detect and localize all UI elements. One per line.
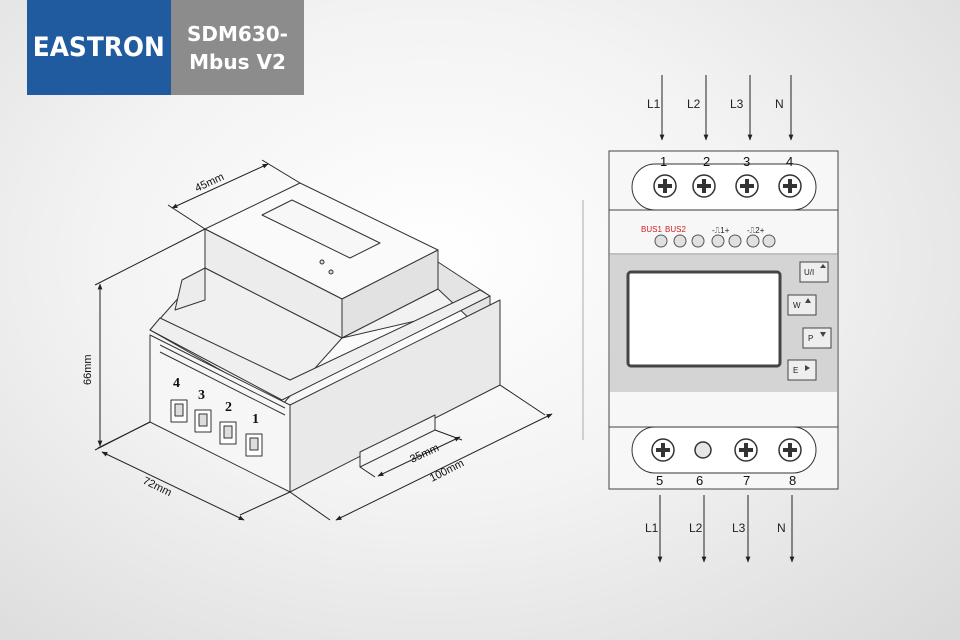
lcd-screen <box>626 270 782 368</box>
bus2-label: BUS2 <box>665 225 686 234</box>
isometric-meter <box>149 182 501 493</box>
input-label-l3: L3 <box>730 97 744 111</box>
ui-button[interactable]: U/I <box>799 261 829 283</box>
screw-icon <box>651 438 675 462</box>
bottom-terminal-block <box>631 426 817 474</box>
terminal-number-8: 8 <box>789 473 796 488</box>
w-button[interactable]: W <box>787 294 817 316</box>
bottom-screws <box>651 438 802 462</box>
comm-terminals: BUS1 BUS2 -⎍1+ -⎍2+ <box>641 225 776 248</box>
model-line-2: Mbus V2 <box>189 49 286 74</box>
screw-icon <box>778 174 802 198</box>
terminal-number-5: 5 <box>656 473 663 488</box>
iso-terminal-1: 1 <box>252 412 259 427</box>
output-label-n: N <box>777 521 786 535</box>
pulse2-label: -⎍2+ <box>747 226 765 235</box>
top-screws <box>653 174 802 198</box>
p-button[interactable]: P <box>802 327 832 349</box>
screw-icon <box>692 174 716 198</box>
e-button[interactable]: E <box>787 359 817 381</box>
top-terminal-block <box>631 163 817 211</box>
screw-icon <box>653 174 677 198</box>
brand-logo: EASTRON <box>27 0 171 95</box>
top-terminal-numbers: 1 2 3 4 <box>660 154 793 169</box>
iso-terminal-3: 3 <box>198 388 205 403</box>
bus2-port <box>673 234 687 248</box>
pulse2-plus-port <box>762 234 776 248</box>
iso-terminal-numbers: 4 3 2 1 <box>173 376 259 427</box>
screw-icon <box>778 438 802 462</box>
dim-rail-label: 35mm <box>408 442 441 466</box>
ui-button-label: U/I <box>804 268 814 277</box>
bus1-label: BUS1 <box>641 225 662 234</box>
w-button-label: W <box>793 301 801 310</box>
terminal-number-7: 7 <box>743 473 750 488</box>
input-wiring: L1 L2 L3 N <box>647 75 794 141</box>
input-label-n: N <box>775 97 784 111</box>
p-button-label: P <box>808 334 813 343</box>
output-wiring: L1 L2 L3 N <box>645 495 795 563</box>
screw-icon <box>734 438 758 462</box>
e-button-label: E <box>793 366 798 375</box>
dim-height-label: 66mm <box>82 354 94 385</box>
input-label-l2: L2 <box>687 97 701 111</box>
pulse2-minus-port <box>746 234 760 248</box>
pulse1-minus-port <box>711 234 725 248</box>
up-arrow-icon <box>805 298 811 303</box>
terminal-number-4: 4 <box>786 154 793 169</box>
dim-length-label: 100mm <box>428 457 466 484</box>
output-label-l2: L2 <box>689 521 703 535</box>
pulse1-plus-port <box>728 234 742 248</box>
dimension-lines <box>94 159 553 521</box>
bottom-terminal-numbers: 5 6 7 8 <box>656 473 796 488</box>
terminal-number-2: 2 <box>703 154 710 169</box>
down-arrow-icon <box>820 332 826 337</box>
input-label-l1: L1 <box>647 97 661 111</box>
pulse1-label: -⎍1+ <box>712 226 730 235</box>
up-arrow-icon <box>820 264 826 268</box>
brand-name: EASTRON <box>32 32 166 63</box>
output-label-l3: L3 <box>732 521 746 535</box>
model-line-1: SDM630- <box>187 21 288 46</box>
iso-terminal-4: 4 <box>173 376 180 391</box>
model-badge: SDM630- Mbus V2 <box>171 0 304 95</box>
terminal-number-1: 1 <box>660 154 667 169</box>
right-arrow-icon <box>805 365 810 371</box>
iso-terminal-2: 2 <box>225 400 232 415</box>
front-meter <box>608 150 839 490</box>
bus1-port <box>654 234 668 248</box>
terminal-number-6: 6 <box>696 473 703 488</box>
comm-port <box>691 234 705 248</box>
terminal-hole-icon <box>694 441 712 459</box>
screw-icon <box>735 174 759 198</box>
terminal-number-3: 3 <box>743 154 750 169</box>
output-label-l1: L1 <box>645 521 659 535</box>
